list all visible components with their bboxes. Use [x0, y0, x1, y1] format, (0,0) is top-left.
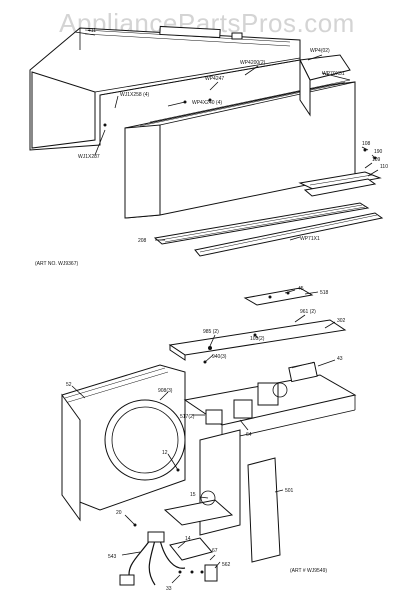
fan-shroud [61, 364, 186, 522]
label-20: 20 [116, 510, 122, 516]
access-panel [247, 457, 281, 563]
label-wp4247: WP4247 [205, 76, 224, 82]
label-501: 501 [285, 488, 294, 494]
label-985: 985 (2) [203, 329, 219, 335]
label-302: 302 [337, 318, 346, 324]
top-cabinet-diagram: 411 WP4(02) WP70X31 WP4200(2) WP4247 WJ1… [29, 25, 388, 267]
end-panel [299, 54, 351, 117]
label-wj1x258: WJ1X258 (4) [120, 92, 150, 98]
label-543: 543 [108, 554, 117, 560]
label-517: 517(2) [180, 414, 195, 420]
label-105: 105(2) [250, 336, 265, 342]
label-208: 208 [138, 238, 147, 244]
label-12: 12 [162, 450, 168, 456]
label-15: 15 [190, 492, 196, 498]
label-109: 109 [372, 157, 381, 163]
label-52: 52 [66, 382, 72, 388]
label-33: 33 [166, 586, 172, 592]
label-wp71x: WP71X1 [300, 236, 320, 242]
power-cord [119, 531, 186, 586]
label-67: 67 [212, 548, 218, 554]
art-number-top: (ART NO. WJ9367) [35, 261, 78, 267]
bottom-chassis-diagram: 45 518 985 (2) 105(2) 961 (2) 302 940(3)… [61, 286, 357, 592]
label-wj1x287: WJ1X287 [78, 154, 100, 160]
filter-panel [298, 171, 382, 197]
discharge-grille [153, 202, 384, 257]
label-14: 14 [185, 536, 191, 542]
art-number-bottom: (ART # WJ9549) [290, 568, 327, 574]
label-961: 961 (2) [300, 309, 316, 315]
label-190: 190 [374, 149, 383, 155]
label-562: 562 [222, 562, 231, 568]
label-940: 940(3) [212, 354, 227, 360]
relay-block [205, 361, 318, 425]
label-wp4x240: WP4X240 (4) [192, 100, 222, 106]
label-wp4142: WP4(02) [310, 48, 330, 54]
label-908: 908(3) [158, 388, 173, 394]
front-cover-panel [124, 79, 356, 219]
label-411: 411 [88, 28, 96, 34]
label-43: 43 [337, 356, 343, 362]
mounting-bracket [163, 490, 234, 526]
label-108: 108 [362, 141, 371, 147]
terminal-plate [169, 537, 213, 574]
label-wp4200: WP4200(2) [240, 60, 266, 66]
label-518: 518 [320, 290, 329, 296]
label-wp70x31: WP70X31 [322, 71, 345, 77]
capacitor-clip [204, 564, 218, 582]
label-64: 64 [246, 432, 252, 438]
label-110: 110 [380, 164, 388, 170]
rear-cabinet-shell [29, 25, 301, 151]
label-45: 45 [298, 286, 304, 292]
